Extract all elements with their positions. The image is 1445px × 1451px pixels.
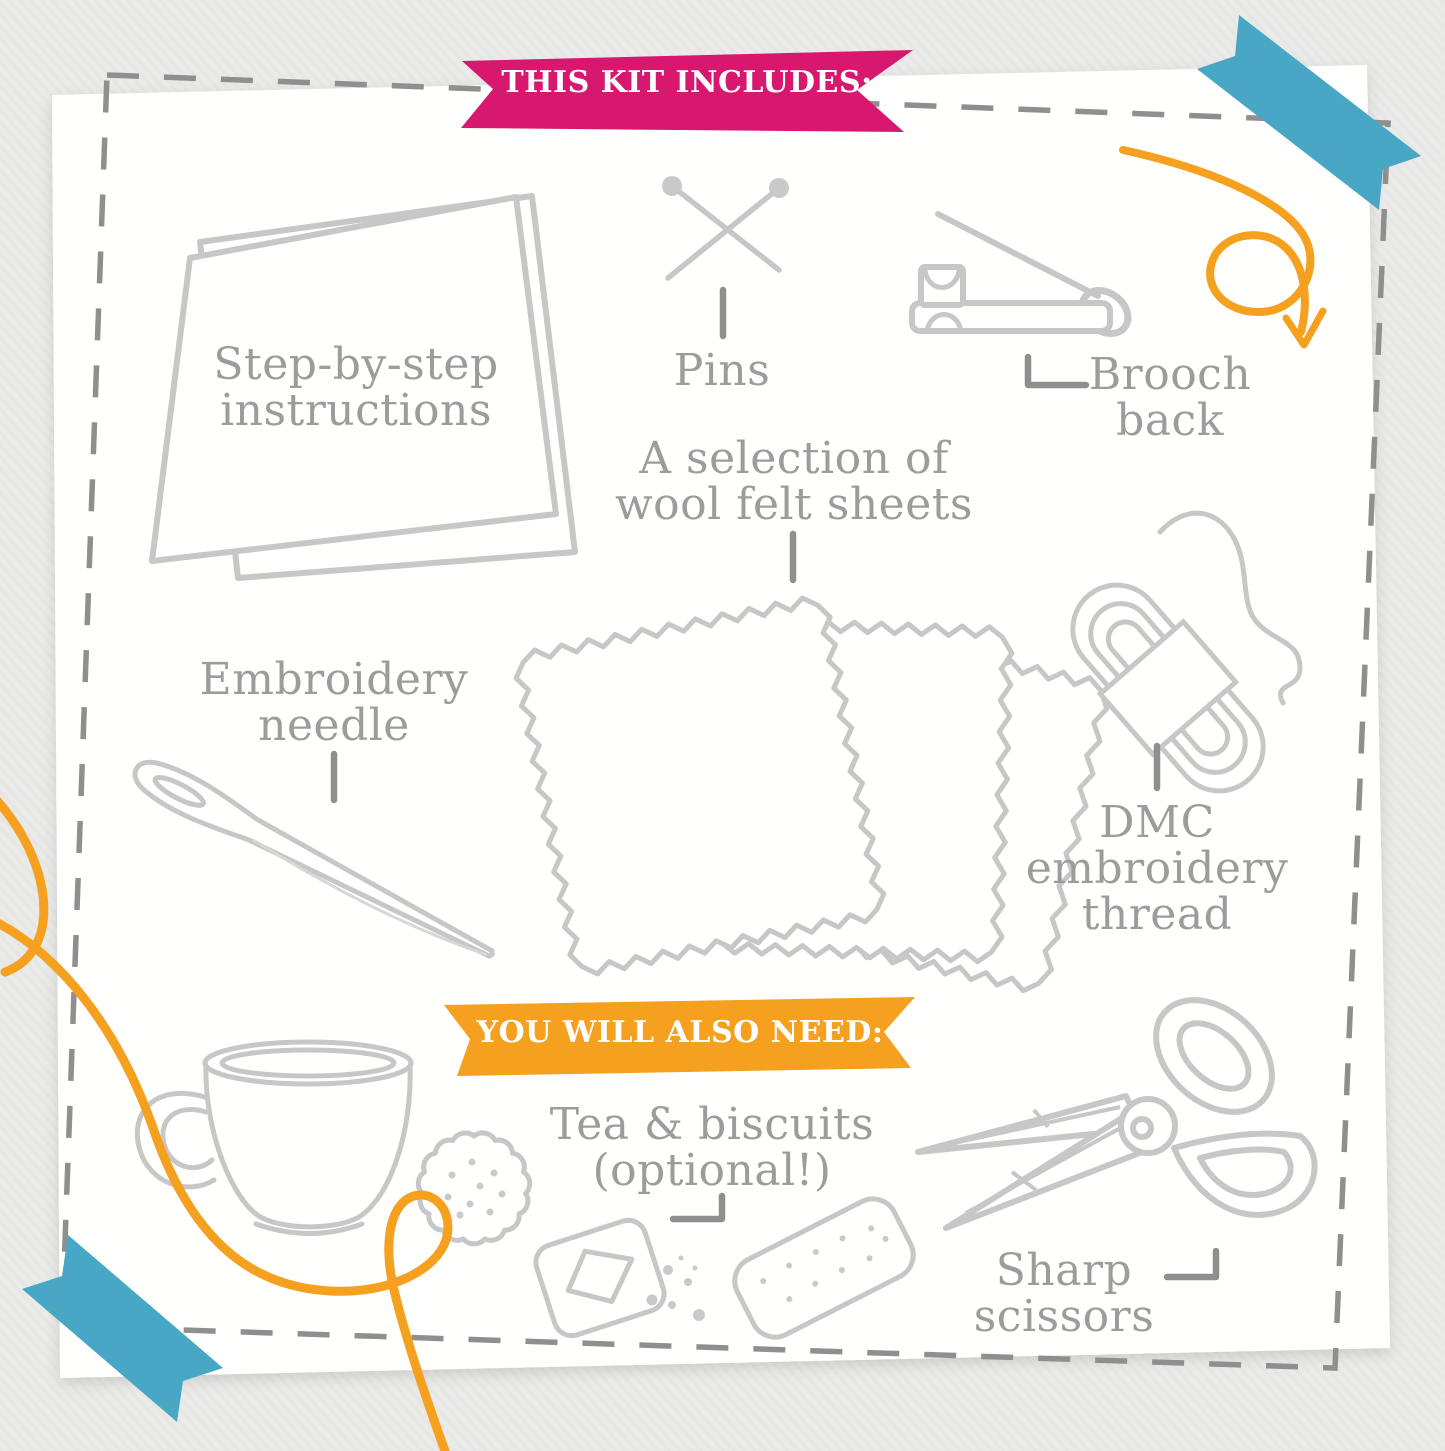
needle-label: Embroidery needle [199,654,469,751]
includes-banner-label: THIS KIT INCLUDES: [501,65,873,100]
safety-pin-illustration [909,211,1132,337]
thread-label: DMC embroidery thread [1025,797,1289,940]
round-biscuit [415,1130,533,1247]
includes-banner-ribbon [461,50,913,132]
square-biscuit [533,1217,667,1339]
felt-sheets-label: A selection of wool felt sheets [614,433,974,530]
brooch-back-label: Brooch back [1088,349,1252,446]
dashed-border [59,72,1391,1371]
floss-skein-illustration [1070,510,1303,794]
felt-sheets-illustration [513,595,1110,994]
label-connectors [330,286,1220,1281]
curly-arrow [1119,146,1327,349]
teacup-illustration [135,1039,414,1236]
arrowhead [1282,307,1327,349]
rectangular-biscuit [732,1196,916,1340]
sharp-scissors-label: Sharp scissors [973,1245,1155,1342]
washi-tape-bottom-left [22,1235,223,1422]
tea-biscuits-label: Tea & biscuits (optional!) [549,1099,875,1196]
also-need-banner-ribbon [444,997,915,1076]
orange-thread [0,797,453,1451]
also-need-banner-label: YOU WILL ALSO NEED: [476,1015,884,1050]
instructions-label: Step-by-step instructions [213,339,499,436]
booklet-illustration [149,193,578,581]
washi-tape-top-right [1197,15,1421,210]
crossed-pins-illustration [662,176,789,281]
crumbs [646,1255,705,1321]
scissors-illustration [915,997,1318,1231]
pins-label: Pins [673,345,771,396]
needle-illustration [132,759,495,959]
biscuits-illustration [415,1130,916,1340]
